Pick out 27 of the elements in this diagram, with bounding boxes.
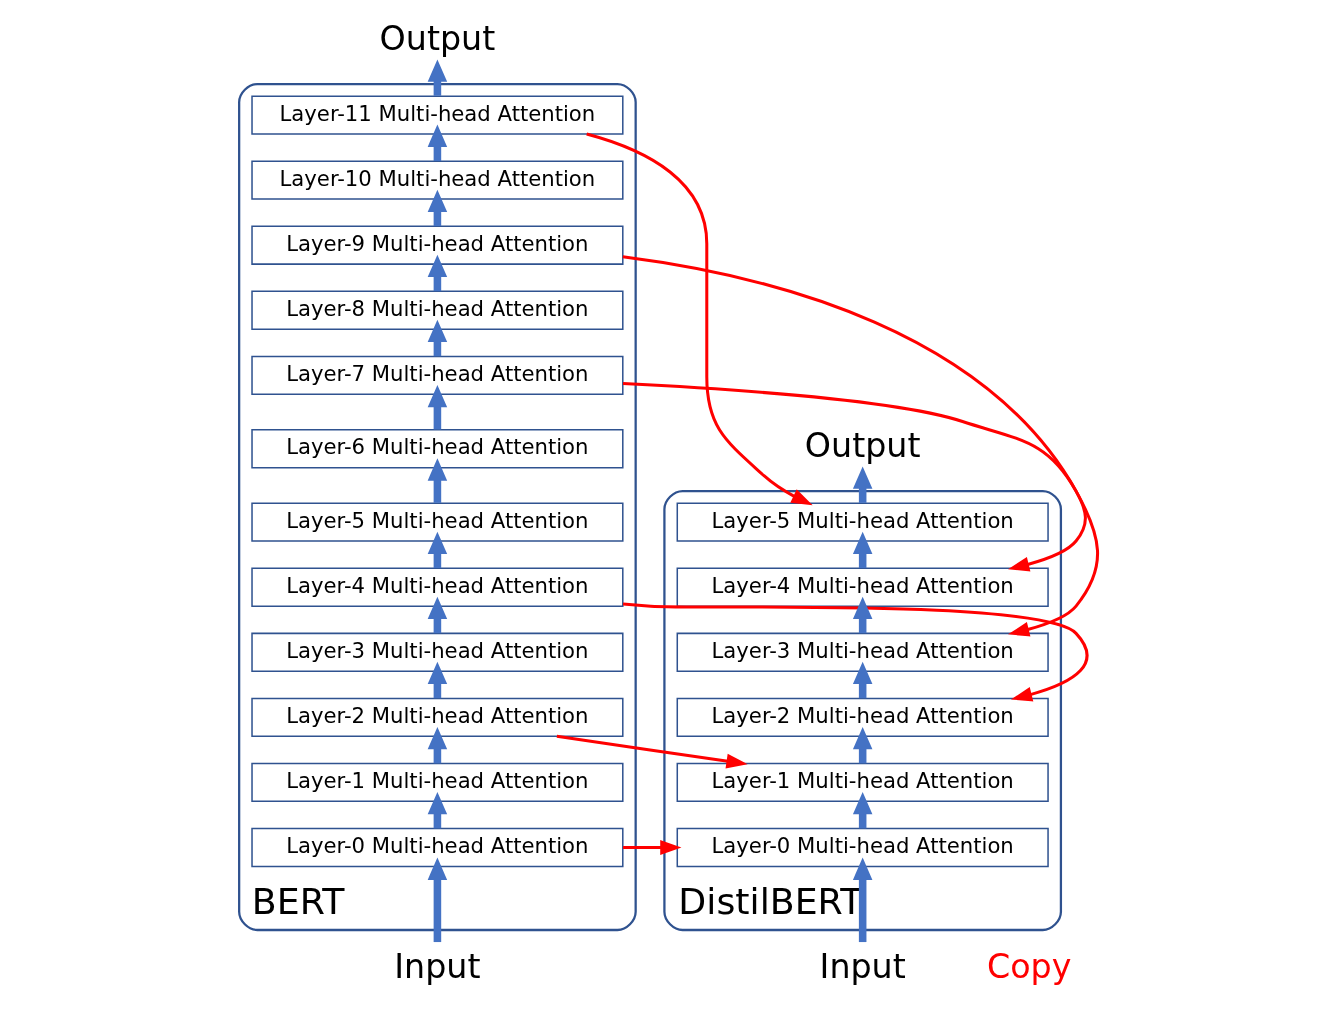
node-box: Layer-2 Multi-head Attention bbox=[251, 697, 624, 738]
node-box: Layer-1 Multi-head Attention bbox=[251, 762, 624, 803]
node-box: Layer-5 Multi-head Attention bbox=[251, 502, 624, 542]
node-box: Layer-4 Multi-head Attention bbox=[251, 567, 624, 607]
node-box: Layer-11 Multi-head Attention bbox=[251, 95, 624, 135]
arrow bbox=[852, 857, 873, 943]
arrow bbox=[556, 734, 748, 769]
node-box: Layer-3 Multi-head Attention bbox=[676, 632, 1049, 672]
node-box: Layer-0 Multi-head Attention bbox=[251, 827, 624, 868]
node-box: Layer-8 Multi-head Attention bbox=[251, 290, 624, 330]
node-box: Layer-9 Multi-head Attention bbox=[251, 225, 624, 265]
node-text: Input bbox=[819, 946, 906, 986]
node-box: Layer-0 Multi-head Attention bbox=[676, 827, 1049, 868]
node-text: Output bbox=[804, 426, 921, 466]
node-box: Layer-7 Multi-head Attention bbox=[251, 355, 624, 396]
node-box: Layer-5 Multi-head Attention bbox=[676, 502, 1049, 542]
node-text: Output bbox=[379, 19, 496, 59]
node-text: Input bbox=[394, 946, 481, 986]
arrow bbox=[623, 840, 682, 855]
node-box: Layer-6 Multi-head Attention bbox=[251, 429, 624, 469]
node-box: Layer-4 Multi-head Attention bbox=[676, 567, 1049, 607]
node-box: Layer-1 Multi-head Attention bbox=[676, 762, 1049, 803]
node-box: Layer-10 Multi-head Attention bbox=[251, 160, 624, 200]
node-box: Layer-3 Multi-head Attention bbox=[251, 632, 624, 672]
arrow bbox=[427, 857, 448, 943]
label: Copy bbox=[986, 946, 1072, 986]
node-box: Layer-2 Multi-head Attention bbox=[676, 697, 1049, 738]
